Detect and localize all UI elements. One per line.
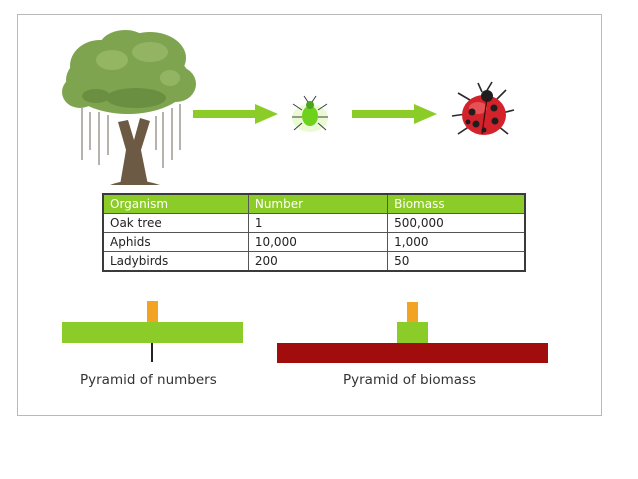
- table-cell: Ladybirds: [102, 251, 249, 272]
- table-cell: 1,000: [387, 232, 526, 252]
- table-cell: 1: [247, 213, 389, 233]
- pyramid-caption: Pyramid of numbers: [80, 372, 217, 388]
- ladybird-icon: [451, 81, 515, 135]
- bar-oak-tree: [151, 343, 153, 362]
- bar-ladybirds: [147, 301, 158, 322]
- table-cell: 10,000: [247, 232, 389, 252]
- bar-aphids: [397, 322, 428, 343]
- aphid-icon: [292, 95, 328, 132]
- arrow-icon: [352, 104, 437, 124]
- tree-icon: [62, 30, 196, 185]
- table-header-row: Organism Number Biomass: [102, 193, 526, 214]
- table-row: Ladybirds 200 50: [102, 251, 526, 272]
- table-cell: 500,000: [387, 213, 526, 233]
- table-cell: 200: [247, 251, 389, 272]
- table-row: Oak tree 1 500,000: [102, 213, 526, 233]
- column-header: Number: [247, 193, 389, 214]
- column-header: Organism: [102, 193, 249, 214]
- table-cell: Oak tree: [102, 213, 249, 233]
- table-cell: 50: [387, 251, 526, 272]
- bar-aphids: [62, 322, 243, 343]
- table-cell: Aphids: [102, 232, 249, 252]
- organism-table: Organism Number Biomass Oak tree 1 500,0…: [102, 193, 526, 272]
- arrow-icon: [193, 104, 278, 124]
- table-row: Aphids 10,000 1,000: [102, 232, 526, 252]
- food-chain: [62, 30, 515, 185]
- bar-oak-tree: [277, 343, 548, 363]
- column-header: Biomass: [387, 193, 526, 214]
- pyramid-caption: Pyramid of biomass: [343, 372, 477, 388]
- bar-ladybirds: [407, 302, 418, 322]
